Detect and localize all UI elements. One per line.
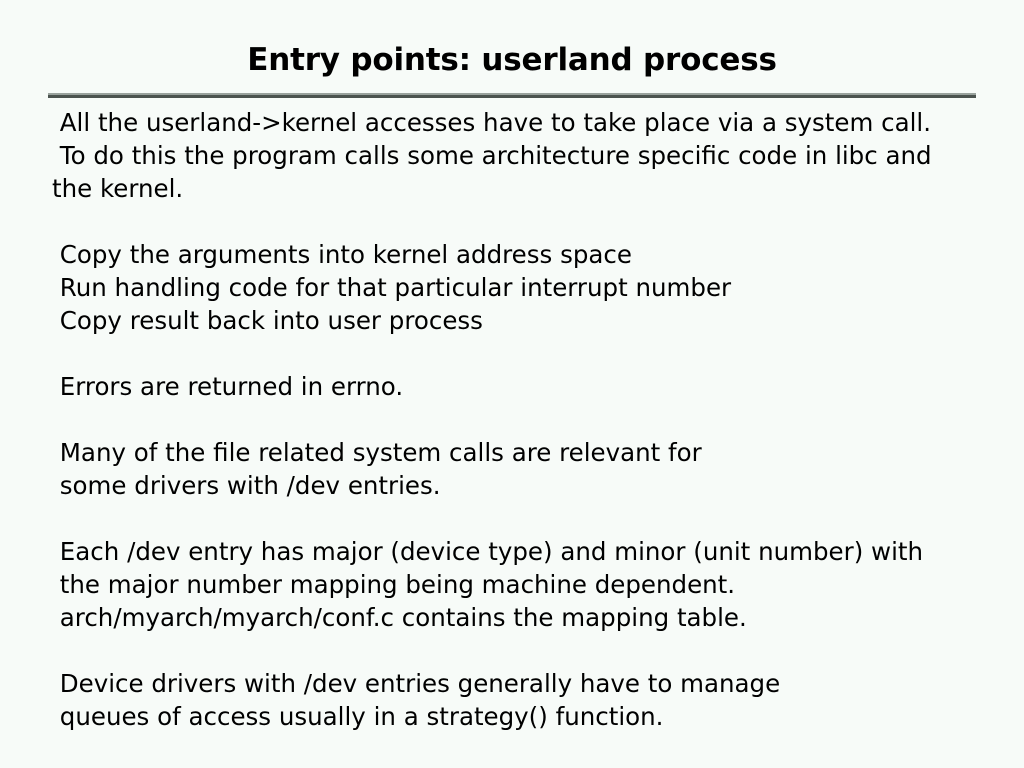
body-line: All the userland->kernel accesses have t…	[52, 108, 931, 137]
body-line: the kernel.	[52, 174, 184, 203]
text-block-device-drivers: Device drivers with /dev entries general…	[52, 667, 982, 733]
body-line: To do this the program calls some archit…	[52, 141, 932, 170]
body-line: queues of access usually in a strategy()…	[52, 702, 664, 731]
paragraph-spacer	[52, 634, 982, 667]
text-block-dev-major-minor: Each /dev entry has major (device type) …	[52, 535, 982, 634]
paragraph-spacer	[52, 205, 982, 238]
body-line: Copy result back into user process	[52, 306, 483, 335]
body-line: Run handling code for that particular in…	[52, 273, 732, 302]
title-divider-rule	[48, 93, 976, 98]
text-block-syscall-steps: Copy the arguments into kernel address s…	[52, 238, 982, 337]
paragraph-spacer	[52, 403, 982, 436]
text-block-file-syscalls: Many of the file related system calls ar…	[52, 436, 982, 502]
body-line: some drivers with /dev entries.	[52, 471, 441, 500]
body-line: Copy the arguments into kernel address s…	[52, 240, 632, 269]
page-title: Entry points: userland process	[247, 42, 777, 78]
paragraph-spacer	[52, 502, 982, 535]
body-line: Errors are returned in errno.	[52, 372, 404, 401]
divider-light-band	[48, 93, 976, 95]
body-line: Device drivers with /dev entries general…	[52, 669, 781, 698]
body-line: Many of the file related system calls ar…	[52, 438, 702, 467]
slide-body: All the userland->kernel accesses have t…	[52, 106, 982, 733]
body-line: arch/myarch/myarch/conf.c contains the m…	[52, 603, 747, 632]
body-line: the major number mapping being machine d…	[52, 570, 736, 599]
divider-dark-band	[48, 95, 976, 98]
paragraph-spacer	[52, 337, 982, 370]
text-block-syscall-intro: All the userland->kernel accesses have t…	[52, 106, 982, 205]
body-line: Each /dev entry has major (device type) …	[52, 537, 924, 566]
text-block-errors: Errors are returned in errno.	[52, 370, 982, 403]
